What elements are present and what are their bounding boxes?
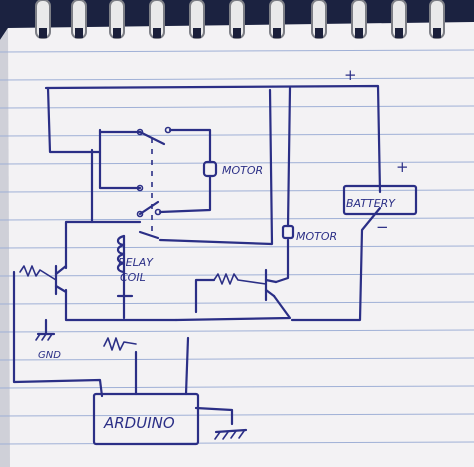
top-plus-sign: + [344,66,357,84]
spiral-ring [35,0,51,39]
relay-switch [136,126,172,240]
battery-box [342,184,418,216]
circuit-wires [12,84,382,426]
arduino-gnd-wire [194,406,234,426]
contact-node [136,128,144,136]
right-base-wire [194,278,216,314]
coil-label: COIL [120,271,146,284]
right-base-resistor [213,273,267,285]
spiral-ring [351,0,367,39]
spiral-ring [71,0,87,39]
contact-node [154,208,162,216]
left-base-resistor [19,265,57,281]
contact-node [164,126,172,134]
gnd-label: GND [38,350,61,361]
gnd-symbol-arduino [214,428,248,440]
top-positive-rail [44,84,382,194]
motor-top-lead [168,128,212,164]
battery-label: BATTERY [346,197,396,210]
spiral-ring [269,0,285,39]
contact-node [136,210,144,218]
spiral-binding [35,0,445,39]
motor-symbol-mid [281,224,295,240]
coil-base-resistor [103,337,137,351]
battery-minus-sign: − [376,218,389,236]
inner-right-rail [158,88,274,246]
left-transistor [19,264,68,296]
motor-mid-label: MOTOR [296,230,337,243]
spiral-ring [229,0,245,39]
spiral-ring [391,0,407,39]
battery-plus-sign: + [396,158,409,176]
left-signal-wire [12,270,104,398]
switch-blade-bottom [138,200,160,216]
ruled-lines [0,49,474,445]
coil-contact [138,230,160,240]
switch-left-box [98,128,142,190]
coil-driver-transistor [103,294,137,351]
spiral-ring [189,0,205,39]
arduino-wire-b [184,336,190,396]
spiral-ring [429,0,445,39]
left-top-drop [46,86,102,154]
gnd-symbol-left [35,332,56,341]
arduino-board [92,392,200,446]
coil-top-wire [64,220,94,230]
motor-symbol-top [202,160,218,178]
motor-bottom-lead [158,174,212,214]
arduino-label: ARDUINO [103,414,175,432]
relay-label: RELAY [118,256,154,269]
contact-node [136,184,144,192]
relay-coil-symbol [116,234,126,274]
notebook-page [0,22,474,467]
battery-negative-rail [290,206,382,322]
spiral-ring [109,0,125,39]
motor-to-transistor [274,238,290,284]
motor-top-label: MOTOR [222,164,263,177]
spiral-ring [311,0,327,39]
right-transistor [213,268,278,302]
spiral-ring [149,0,165,39]
motor-feed-rail [286,86,292,228]
left-emitter-line [64,288,178,322]
right-ground-path [174,294,292,322]
